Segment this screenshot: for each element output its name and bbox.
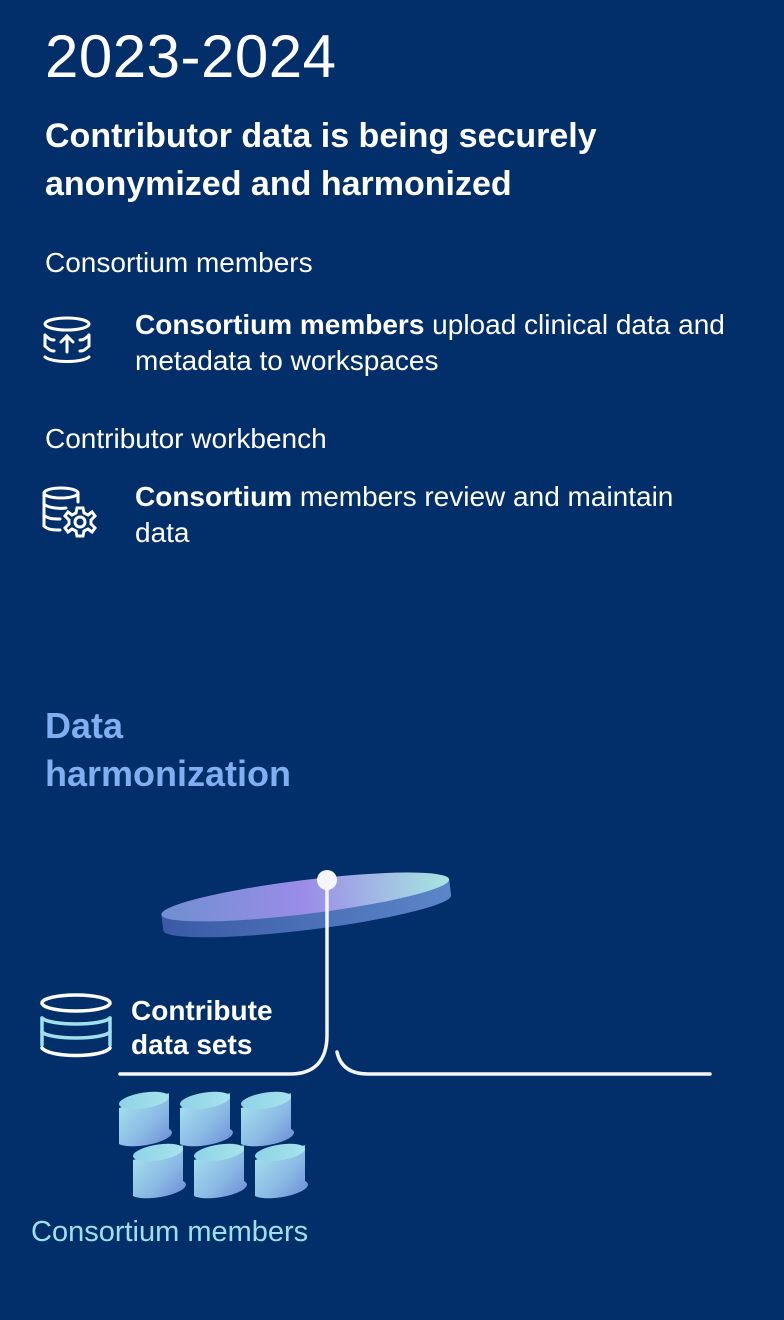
section-description-upload: Consortium members upload clinical data … [135, 307, 735, 379]
database-stack-icon [40, 993, 112, 1058]
year-range: 2023-2024 [45, 23, 337, 90]
contribute-data-sets-label: Contribute data sets [131, 994, 273, 1062]
section-description-review: Consortium members review and maintain d… [135, 479, 735, 551]
contribute-line2: data sets [131, 1029, 253, 1060]
diagram-title-line1: Data [45, 705, 124, 746]
connector-lines [118, 878, 712, 1076]
bold-consortium-members: Consortium members [135, 309, 425, 340]
member-cylinders [119, 1091, 308, 1199]
harmonization-disc [161, 872, 452, 938]
upload-description: upload clinical data and metadata to wor… [135, 309, 725, 376]
contribute-line1: Contribute [131, 995, 273, 1026]
bold-consortium: Consortium [135, 481, 293, 512]
database-upload-icon [40, 312, 96, 368]
consortium-members-label: Consortium members [31, 1216, 309, 1248]
section-label-consortium-members: Consortium members [45, 247, 313, 278]
harmonization-diagram [40, 870, 712, 1199]
diagram-title: Data harmonization [45, 702, 291, 798]
review-description: members review and maintain data [135, 481, 674, 548]
connector-node [317, 870, 337, 890]
section-label-contributor-workbench: Contributor workbench [45, 423, 327, 454]
headline: Contributor data is being securely anony… [45, 117, 597, 203]
diagram-title-line2: harmonization [45, 753, 292, 794]
database-gear-icon [40, 482, 97, 538]
